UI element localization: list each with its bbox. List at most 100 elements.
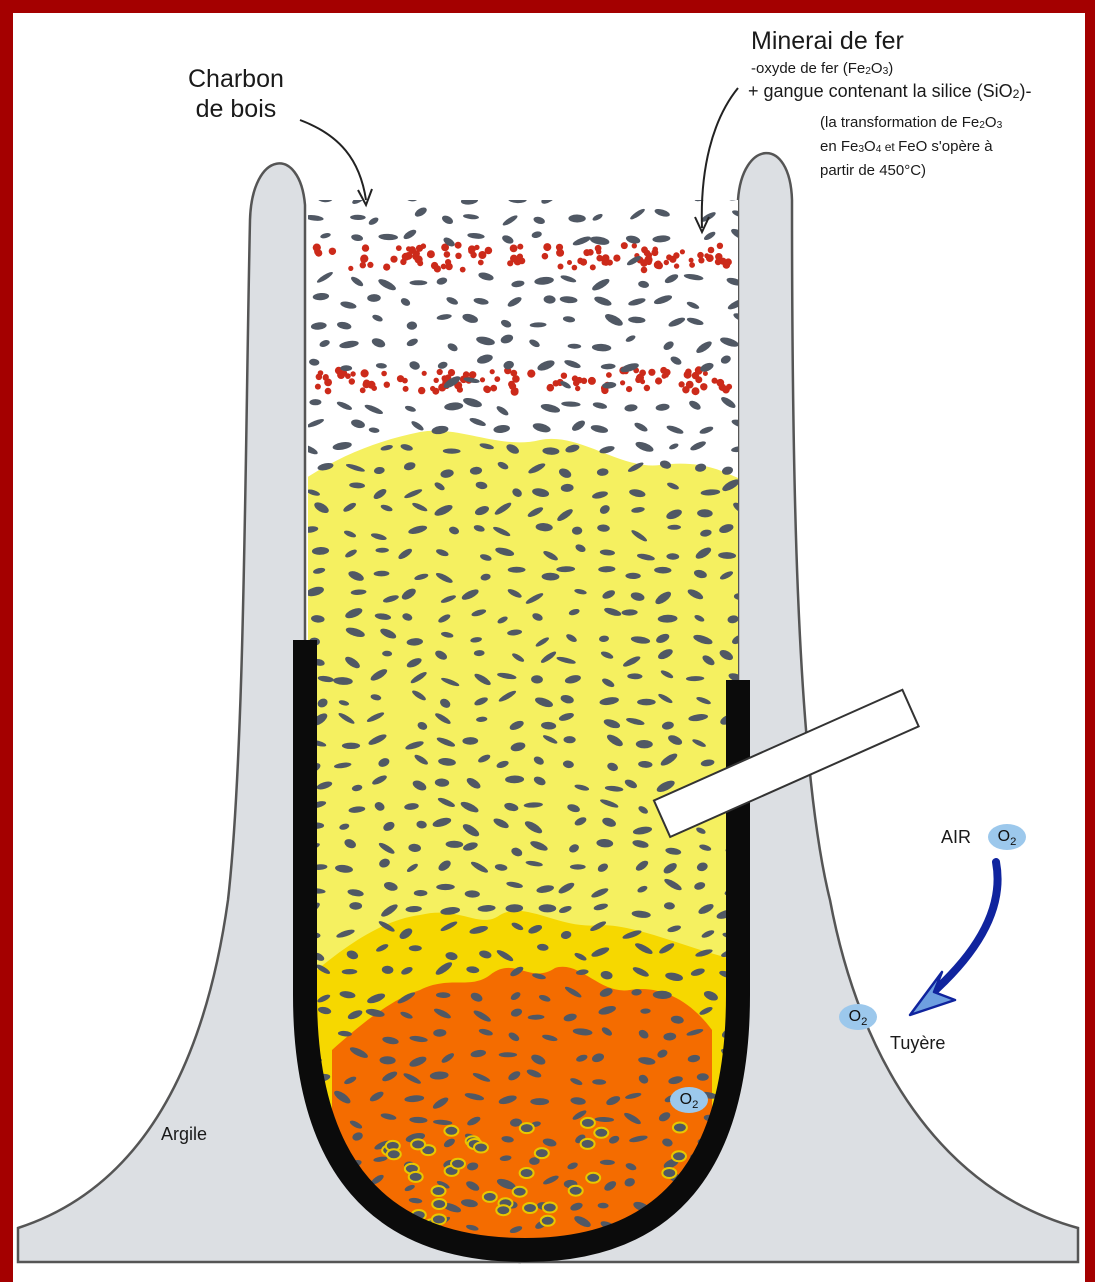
iron-ore-grain: [641, 267, 648, 274]
charcoal-piece: [365, 187, 384, 197]
iron-ore-grain: [596, 255, 603, 262]
iron-ore-grain: [349, 378, 355, 384]
iron-ore-grain: [368, 381, 376, 389]
charcoal-piece: [697, 1073, 709, 1080]
charcoal-piece: [530, 1098, 549, 1105]
iron-ore-grain: [361, 369, 369, 377]
iron-bloom: [451, 1159, 465, 1169]
iron-ore-grain: [362, 244, 369, 251]
iron-ore-grain: [543, 243, 551, 251]
iron-ore-grain: [490, 385, 497, 392]
iron-ore-grain: [682, 386, 689, 393]
iron-bloom: [673, 1123, 687, 1133]
tuyere-label: Tuyère: [890, 1032, 945, 1054]
iron-ore-grain: [577, 258, 583, 264]
iron-bloom: [496, 1205, 510, 1215]
iron-ore-grain: [644, 250, 651, 257]
iron-ore-grain: [480, 377, 485, 382]
iron-ore-grain: [315, 384, 321, 390]
iron-bloom: [444, 1126, 458, 1136]
iron-ore-grain: [652, 249, 659, 256]
iron-ore-grain: [432, 388, 439, 395]
charcoal-piece: [409, 945, 422, 951]
iron-ore-grain: [689, 258, 694, 263]
iron-ore-grain: [434, 378, 439, 383]
iron-bloom: [581, 1118, 595, 1128]
iron-ore-grain: [437, 369, 443, 375]
iron-bloom: [581, 1139, 595, 1149]
iron-bloom: [411, 1139, 425, 1149]
iron-ore-grain: [417, 260, 423, 266]
iron-ore-grain: [703, 371, 708, 376]
iron-bloom: [432, 1214, 446, 1224]
iron-ore-grain: [547, 384, 555, 392]
iron-ore-grain: [381, 371, 387, 377]
iron-ore-grain: [455, 253, 461, 259]
oxyde-line: -oxyde de fer (Fe2O3): [751, 58, 893, 82]
iron-ore-grain: [648, 369, 655, 376]
iron-ore-grain: [329, 248, 336, 255]
air-label: AIR: [941, 826, 971, 848]
iron-ore-grain: [510, 245, 518, 253]
charcoal-piece: [637, 699, 656, 706]
iron-ore-grain: [460, 267, 466, 273]
charcoal-piece: [667, 186, 681, 196]
iron-ore-grain: [666, 254, 672, 260]
iron-ore-grain: [674, 263, 679, 268]
charcoal-piece: [508, 567, 526, 573]
iron-ore-grain: [445, 263, 452, 270]
iron-ore-grain: [719, 258, 726, 265]
iron-ore-grain: [640, 259, 648, 267]
iron-ore-grain: [390, 256, 397, 263]
iron-ore-grain: [572, 265, 578, 271]
charcoal-piece: [342, 743, 360, 749]
iron-ore-grain: [367, 262, 373, 268]
iron-ore-grain: [596, 249, 601, 254]
iron-bloom: [432, 1199, 446, 1209]
iron-ore-grain: [639, 370, 646, 377]
iron-ore-grain: [383, 264, 390, 271]
iron-bloom: [662, 1168, 676, 1178]
iron-bloom: [569, 1186, 583, 1196]
iron-ore-grain: [621, 242, 628, 249]
iron-bloom: [483, 1192, 497, 1202]
iron-ore-grain: [561, 373, 567, 379]
iron-ore-grain: [590, 264, 596, 270]
iron-ore-grain: [396, 245, 402, 251]
iron-bloom: [672, 1151, 686, 1161]
iron-ore-grain: [656, 262, 663, 269]
iron-ore-grain: [397, 375, 404, 382]
iron-ore-grain: [575, 386, 580, 391]
iron-ore-grain: [455, 242, 462, 249]
iron-ore-grain: [679, 381, 685, 387]
iron-ore-grain: [384, 382, 390, 388]
iron-bloom: [541, 1216, 555, 1226]
iron-ore-grain: [478, 251, 486, 259]
charcoal-piece: [592, 186, 611, 199]
charcoal-piece: [557, 193, 572, 199]
iron-ore-grain: [494, 376, 500, 382]
gangue-line: + gangue contenant la silice (SiO2)-: [748, 80, 1031, 105]
iron-ore-grain: [606, 372, 612, 378]
iron-ore-grain: [402, 253, 410, 261]
o2-bubble-pipe-top: O2: [839, 1004, 877, 1030]
iron-ore-grain: [316, 374, 323, 381]
iron-ore-grain: [717, 243, 723, 249]
iron-ore-grain: [684, 371, 692, 379]
iron-ore-grain: [708, 247, 715, 254]
iron-bloom: [520, 1168, 534, 1178]
iron-ore-grain: [644, 385, 650, 391]
o2-bubble-air: O2: [988, 824, 1026, 850]
iron-ore-grain: [567, 260, 572, 265]
iron-ore-grain: [655, 377, 662, 384]
o2-bubble-pipe-bottom: O2: [670, 1087, 708, 1113]
iron-ore-grain: [680, 249, 685, 254]
iron-ore-grain: [360, 256, 367, 263]
iron-ore-grain: [490, 369, 495, 374]
minerai-title: Minerai de fer: [751, 26, 904, 56]
iron-ore-grain: [323, 374, 329, 380]
iron-ore-grain: [403, 386, 409, 392]
iron-ore-grain: [422, 371, 427, 376]
charcoal-piece: [570, 864, 586, 869]
